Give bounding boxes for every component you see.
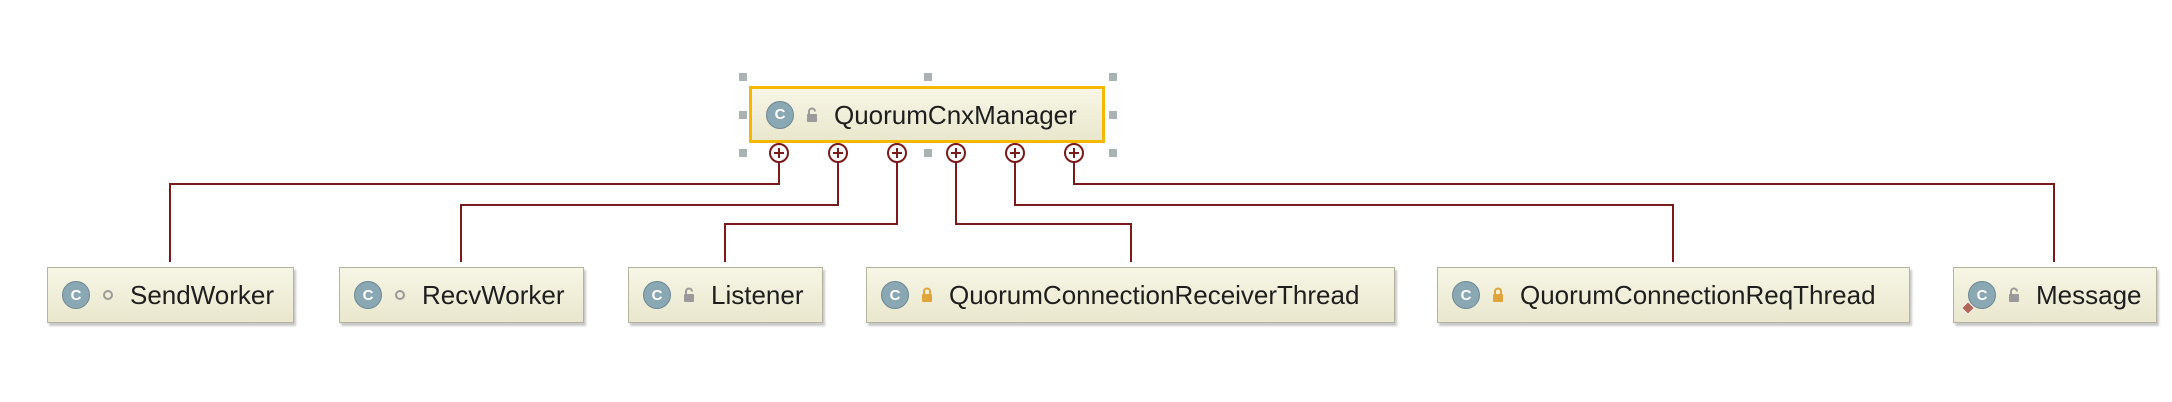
selection-handle-middle-right[interactable] [1109, 111, 1117, 119]
edge-recvworker [460, 160, 839, 262]
class-node-recvworker[interactable]: C RecvWorker [339, 267, 584, 323]
selection-handle-bottom-right[interactable] [1109, 149, 1117, 157]
open-lock-icon [681, 287, 697, 303]
class-label: SendWorker [130, 280, 275, 310]
class-label: Listener [711, 280, 804, 310]
class-c-icon: C [354, 281, 382, 309]
connector-plus-icon-1 [769, 143, 789, 163]
selection-handle-top-center[interactable] [924, 73, 932, 81]
open-lock-icon [804, 107, 820, 123]
class-c-icon: C [643, 281, 671, 309]
class-label: RecvWorker [422, 280, 565, 310]
class-label: Message [2036, 280, 2142, 310]
class-node-quorumconnectionreqthread[interactable]: C QuorumConnectionReqThread [1437, 267, 1910, 323]
class-label: QuorumConnectionReceiverThread [949, 280, 1360, 310]
edge-receiverthread [955, 160, 1132, 262]
selection-handle-top-right[interactable] [1109, 73, 1117, 81]
selection-handle-bottom-center[interactable] [924, 149, 932, 157]
connector-plus-icon-3 [887, 143, 907, 163]
connector-plus-icon-5 [1005, 143, 1025, 163]
class-node-message[interactable]: C Message [1953, 267, 2157, 323]
edge-listener [724, 160, 898, 262]
class-node-listener[interactable]: C Listener [628, 267, 823, 323]
edge-message [1073, 160, 2055, 262]
connector-plus-icon-4 [946, 143, 966, 163]
connector-plus-icon-6 [1064, 143, 1084, 163]
edge-sendworker [169, 160, 780, 262]
selection-handle-top-left[interactable] [739, 73, 747, 81]
closed-lock-icon [919, 287, 935, 303]
class-node-sendworker[interactable]: C SendWorker [47, 267, 294, 323]
abstract-marker-icon [1960, 300, 1976, 316]
connector-plus-icon-2 [828, 143, 848, 163]
open-lock-icon [2006, 287, 2022, 303]
class-c-icon: C [62, 281, 90, 309]
selection-handle-bottom-left[interactable] [739, 149, 747, 157]
edge-reqthread [1014, 160, 1674, 262]
class-c-icon: C [1960, 281, 1996, 316]
selection-handle-middle-left[interactable] [739, 111, 747, 119]
dot-icon [100, 287, 116, 303]
class-node-quorumconnectionreceiverthread[interactable]: C QuorumConnectionReceiverThread [866, 267, 1395, 323]
class-node-quorumcnxmanager[interactable]: C QuorumCnxManager [749, 86, 1105, 143]
class-label: QuorumCnxManager [834, 99, 1077, 130]
class-c-icon: C [881, 281, 909, 309]
class-c-icon: C [1452, 281, 1480, 309]
closed-lock-icon [1490, 287, 1506, 303]
class-label: QuorumConnectionReqThread [1520, 280, 1876, 310]
dot-icon [392, 287, 408, 303]
class-c-icon: C [766, 100, 794, 129]
